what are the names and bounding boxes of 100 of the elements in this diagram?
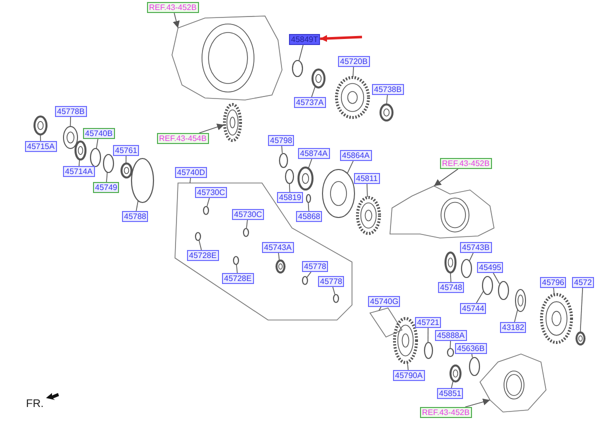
leader-line <box>78 158 80 166</box>
bearing <box>574 330 586 346</box>
leader-line <box>352 66 354 78</box>
leader-line <box>278 252 280 260</box>
snap-ring <box>300 274 310 286</box>
leader-line <box>378 306 382 311</box>
leader-line <box>236 264 238 274</box>
bearing <box>310 66 326 90</box>
leader-line <box>96 138 98 149</box>
housing-drawing <box>389 185 495 239</box>
leader-line <box>306 272 312 278</box>
part-number-callout: 45849T <box>289 34 320 45</box>
part-number-callout: 45790A <box>393 370 425 381</box>
part-number-callout: 45851 <box>437 388 464 399</box>
leader-line <box>492 272 500 284</box>
part-number-callout: 45798 <box>268 135 294 146</box>
arrow <box>320 35 362 42</box>
part-number-callout: 45740G <box>368 296 400 307</box>
bearing <box>32 114 48 136</box>
leader-line <box>450 272 452 282</box>
leader-line <box>332 286 336 295</box>
part-number-callout: 45720B <box>338 56 370 67</box>
part-number-callout: 45888A <box>435 330 467 341</box>
plate <box>512 286 528 314</box>
leader-line <box>434 168 458 186</box>
snap-ring <box>128 156 156 204</box>
leader-line <box>450 340 451 348</box>
leader-line <box>246 220 248 228</box>
plate <box>60 124 80 150</box>
part-number-callout: 45749 <box>93 182 120 193</box>
gear <box>222 102 242 142</box>
leader-line <box>298 44 304 61</box>
leader-line <box>198 239 202 250</box>
part-number-callout: 45864A <box>340 150 372 161</box>
bearing <box>72 138 88 162</box>
leader-line <box>172 12 180 28</box>
snap-ring <box>201 204 211 216</box>
part-number-callout: 45744 <box>460 303 486 314</box>
snap-ring <box>290 58 304 78</box>
part-number-callout: 45737A <box>294 97 326 108</box>
leader-line <box>553 288 554 295</box>
part-number-callout: 45743A <box>262 242 294 253</box>
snap-ring <box>331 292 341 304</box>
snap-ring <box>100 152 116 174</box>
part-number-callout: 45740D <box>175 167 208 178</box>
leader-line <box>514 309 518 322</box>
snap-ring <box>480 274 494 296</box>
direction-label: FR. <box>26 398 44 410</box>
gear <box>354 194 382 236</box>
leader-line <box>308 202 310 212</box>
part-number-callout: 45748 <box>438 282 464 293</box>
leader-line <box>289 182 290 192</box>
reference-callout: REF.43-454B <box>157 133 209 144</box>
gear <box>334 74 370 120</box>
reference-callout: REF.43-452B <box>420 407 472 418</box>
part-number-callout: 45743B <box>460 242 492 253</box>
part-number-callout: 45728E <box>187 250 219 261</box>
gear <box>538 292 574 344</box>
part-number-callout: 45636B <box>455 343 487 354</box>
bearing <box>296 164 314 192</box>
part-number-callout: 45788 <box>122 211 148 222</box>
leader-line <box>476 290 484 304</box>
snap-ring <box>88 146 102 168</box>
shaft <box>369 307 403 338</box>
part-number-callout: 45761 <box>113 145 140 156</box>
leader-line <box>346 160 354 174</box>
part-number-callout: 45495 <box>477 262 504 273</box>
leader-line <box>311 86 316 98</box>
leader-line <box>308 158 312 169</box>
plate <box>320 166 356 220</box>
leader-line <box>70 116 71 126</box>
part-number-callout: 43182 <box>500 322 526 333</box>
housing-drawing <box>479 353 547 413</box>
bearing <box>118 160 134 180</box>
gear <box>392 316 418 364</box>
snap-ring <box>231 254 241 266</box>
part-number-callout: 45778 <box>302 261 328 272</box>
bearing <box>274 258 286 274</box>
bearing <box>378 102 394 122</box>
leader-line <box>386 94 388 104</box>
part-number-callout: 45778B <box>55 106 87 117</box>
leader-line <box>366 184 368 198</box>
part-number-callout: 45811 <box>354 173 380 184</box>
snap-ring <box>304 192 312 204</box>
snap-ring <box>241 226 251 238</box>
part-number-callout: 45740B <box>83 128 115 139</box>
leader-line <box>40 134 41 142</box>
reference-callout: REF.43-452B <box>147 2 199 13</box>
bearing <box>448 362 462 384</box>
snap-ring <box>422 340 434 360</box>
part-number-callout: 4572 <box>572 277 594 288</box>
part-number-callout: 45714A <box>63 166 95 177</box>
snap-ring <box>193 230 203 242</box>
leader-line <box>136 200 138 212</box>
part-number-callout: 45721 <box>415 317 442 328</box>
leader-line <box>198 124 224 134</box>
part-number-callout: 45738B <box>372 84 404 95</box>
snap-ring <box>282 166 296 186</box>
part-number-callout: 45778 <box>318 276 344 287</box>
snap-ring <box>466 354 482 378</box>
